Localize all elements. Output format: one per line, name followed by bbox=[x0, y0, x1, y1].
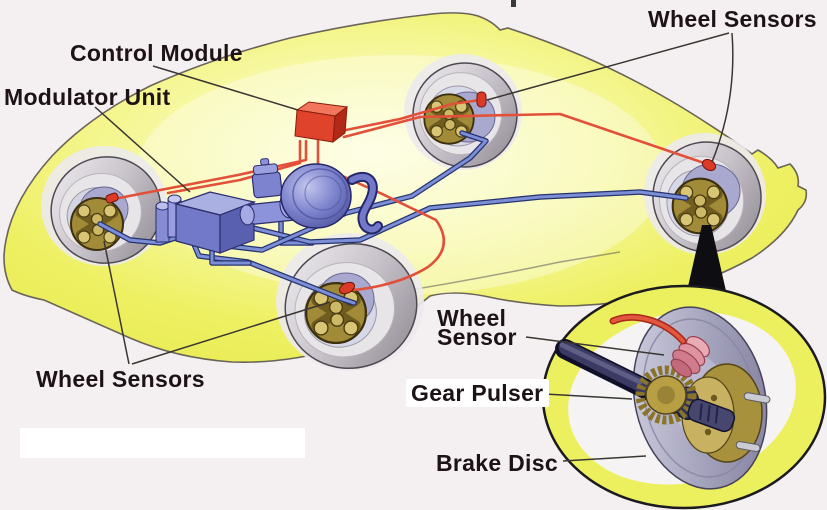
wheel-sensor-front-left bbox=[338, 281, 356, 295]
label-gear-pulser: Gear Pulser bbox=[411, 380, 543, 406]
inset-gear-pulser-ring bbox=[635, 365, 697, 425]
booster-bracket bbox=[347, 171, 383, 235]
gear-center bbox=[657, 386, 675, 404]
magnifier-pointer-wedge bbox=[687, 225, 726, 291]
axle-spline-tip bbox=[687, 398, 736, 433]
fluid-reservoir bbox=[251, 171, 283, 199]
sensor-wire-front-left bbox=[316, 139, 446, 292]
master-cylinder-cap bbox=[239, 204, 255, 226]
wheel-rear-left bbox=[50, 156, 162, 264]
sensor-wire-front-right bbox=[342, 112, 709, 166]
leader-wheel-sensor-front-right bbox=[711, 32, 734, 163]
leader-control-module bbox=[152, 65, 299, 111]
leader-lines bbox=[94, 32, 734, 365]
inset-magnified-view bbox=[541, 284, 827, 510]
booster-ridge-2 bbox=[304, 175, 342, 211]
label-inset-wheel-sensor-line1: Wheel bbox=[437, 305, 506, 331]
leader-wheel-sensor-front-left bbox=[131, 301, 331, 365]
inset-sensor-wire bbox=[609, 313, 687, 345]
modulator-cylinder-2-cap bbox=[167, 194, 182, 204]
label-wheel-sensors-bottom: Wheel Sensors bbox=[36, 366, 205, 392]
wheel-sensor-rear-right bbox=[476, 91, 487, 108]
brake-line-rear-right bbox=[225, 130, 489, 253]
leader-wheel-sensor-rear-left bbox=[103, 240, 130, 365]
caliper-rear-left bbox=[71, 198, 123, 250]
spline-grooves bbox=[699, 403, 719, 424]
inset-leader-lines bbox=[525, 336, 665, 462]
hub-bolt-2 bbox=[704, 428, 712, 436]
wheel-front-right bbox=[652, 141, 762, 253]
booster-ridge-1 bbox=[292, 168, 348, 220]
leader-gear-pulser bbox=[544, 393, 633, 400]
label-wheel-sensors-top: Wheel Sensors bbox=[648, 6, 817, 32]
brake-line-front-right bbox=[250, 189, 689, 245]
modulator-cylinder-1-cap bbox=[155, 201, 170, 211]
label-inset-wheel-sensor-line2: Sensor bbox=[437, 324, 517, 350]
hub-bolt-1 bbox=[710, 394, 718, 402]
lug-stud-1 bbox=[743, 392, 771, 404]
caliper-front-left bbox=[306, 283, 366, 343]
inset-wheel-sensor-probe bbox=[670, 335, 710, 378]
brake-booster bbox=[279, 163, 383, 235]
leader-modulator-unit bbox=[94, 106, 191, 193]
gear-teeth bbox=[635, 365, 697, 425]
sensor-wire-rear-left bbox=[112, 139, 308, 201]
reservoir-cap bbox=[252, 163, 279, 176]
sensor-segment-4 bbox=[670, 358, 693, 378]
label-modulator-unit: Modulator Unit bbox=[4, 84, 170, 110]
wheel-sensor-front-right bbox=[701, 158, 717, 172]
reservoir-knob bbox=[260, 158, 270, 166]
lug-stud-2 bbox=[735, 441, 761, 452]
gear-pulser-label-plate bbox=[406, 379, 549, 407]
label-control-module: Control Module bbox=[70, 40, 243, 66]
spline-body bbox=[687, 398, 736, 433]
label-brake-disc: Brake Disc bbox=[436, 450, 558, 476]
brake-line-stub-1 bbox=[209, 245, 252, 266]
control-module-component bbox=[294, 101, 349, 144]
caliper-front-right bbox=[673, 179, 728, 234]
control-module-side-face bbox=[332, 105, 348, 144]
control-module-front-face bbox=[294, 109, 336, 143]
leader-wheel-sensor-rear-right bbox=[486, 32, 730, 101]
leader-inset-wheel-sensor bbox=[525, 336, 665, 356]
modulator-cylinder-1 bbox=[155, 205, 170, 243]
sensor-wire-rear-right bbox=[339, 98, 482, 133]
leader-brake-disc bbox=[562, 455, 647, 462]
wheel-sensor-rear-left bbox=[105, 192, 119, 204]
cropped-title-artifact bbox=[511, 0, 516, 7]
blank-cover-box bbox=[20, 428, 305, 458]
